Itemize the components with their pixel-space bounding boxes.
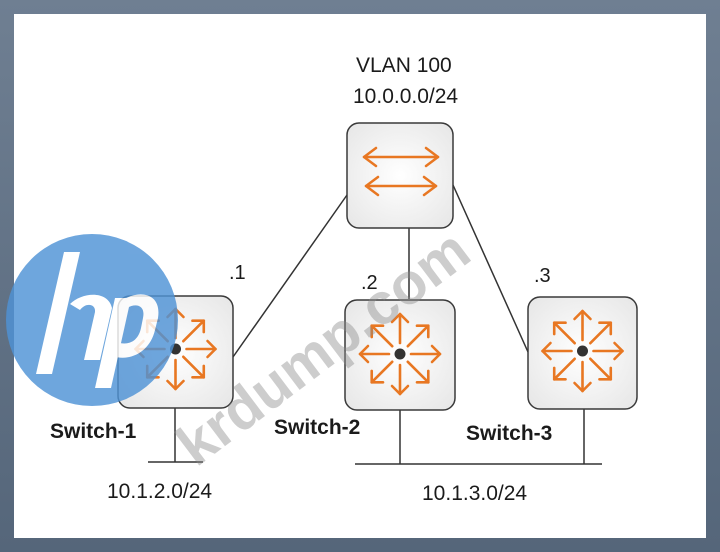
vlan-switch-icon [346,122,454,229]
vlan-subnet-label: 10.0.0.0/24 [353,85,458,108]
switch-2-host-label: .2 [361,272,378,294]
link-vlan-switch3 [452,184,529,353]
lan-1-subnet-label: 10.1.2.0/24 [107,480,212,503]
hp-logo [6,234,178,406]
switch-2-name-label: Switch-2 [274,416,360,439]
switch-3-name-label: Switch-3 [466,422,552,445]
link-vlan-switch1 [232,194,348,358]
switch-1-host-label: .1 [229,262,246,284]
switch-2-icon [344,299,456,411]
lan-2-subnet-label: 10.1.3.0/24 [422,482,527,505]
switch-1-name-label: Switch-1 [50,420,137,443]
vlan-name-label: VLAN 100 [356,54,452,77]
switch-3-host-label: .3 [534,265,551,287]
switch-3-icon [527,296,638,410]
